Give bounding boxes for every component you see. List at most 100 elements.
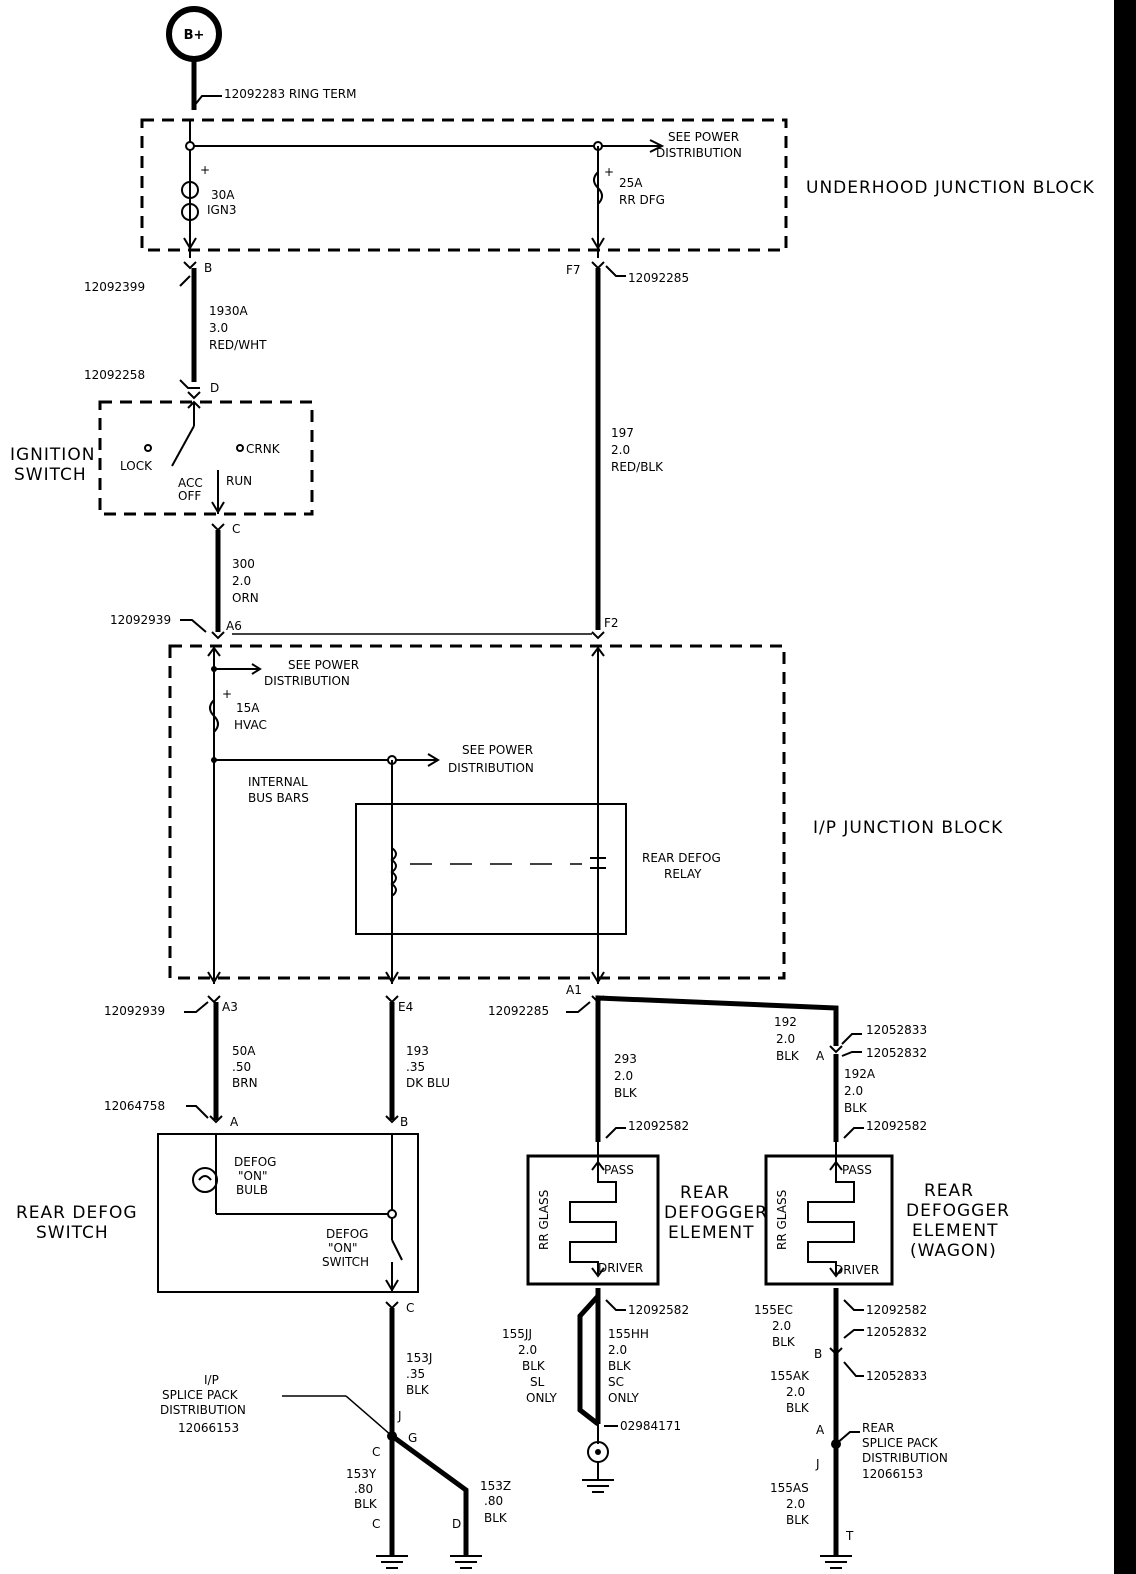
wire-155jj <box>577 1294 600 1426</box>
connector-b-icon <box>385 1115 399 1124</box>
wire-1930a-id: 1930A <box>209 304 249 318</box>
arrow-up-icon <box>207 646 221 657</box>
fuse-25a-icon <box>593 171 603 205</box>
conn-leader <box>605 1299 626 1311</box>
wire-155hh-id: 155HH <box>608 1327 649 1341</box>
arrow-down-icon <box>829 1267 843 1278</box>
wire-155ec-color: BLK <box>772 1335 796 1349</box>
ip-bus-2: BUS BARS <box>248 791 309 805</box>
wagon-splice-4: 12066153 <box>862 1467 923 1481</box>
ip-see-power-4: DISTRIBUTION <box>448 761 534 775</box>
switch-label-1: DEFOG <box>326 1227 368 1241</box>
wagon-glass-label: RR GLASS <box>775 1190 789 1250</box>
connector-a-icon <box>829 1045 843 1054</box>
ignition-title-1: IGNITION <box>10 445 95 465</box>
arrow-down-icon <box>207 971 221 984</box>
arrow-down-icon <box>591 971 605 984</box>
connector-a6-icon <box>211 631 225 640</box>
element-part-top: 12092582 <box>628 1119 689 1133</box>
arrow-down-icon <box>385 971 399 984</box>
conn-leader <box>180 619 207 633</box>
wagon-driver: DRIVER <box>834 1263 879 1277</box>
defogger-grid-icon <box>807 1172 855 1274</box>
ring-term-leader <box>193 95 222 107</box>
wagon-splice-a: A <box>816 1423 825 1437</box>
fuse-15a-amp: 15A <box>236 701 260 715</box>
wire-1930a-color: RED/WHT <box>209 338 267 352</box>
splice-g: G <box>408 1431 417 1445</box>
wire-300-gauge: 2.0 <box>232 574 251 588</box>
fuse-plus-icon: + <box>604 165 614 179</box>
wire-197-gauge: 2.0 <box>611 443 630 457</box>
relay-label-1: REAR DEFOG <box>642 851 721 865</box>
page-edge-bar <box>1114 0 1136 1574</box>
ip-junction-block-box <box>168 644 786 980</box>
ip-see-power-1: SEE POWER <box>288 658 359 672</box>
wire-153z <box>390 1433 469 1556</box>
contact-dot <box>236 444 244 452</box>
ip-see-power-3: SEE POWER <box>462 743 533 757</box>
wagon-splice-j: J <box>815 1457 820 1471</box>
connector-f7-icon <box>591 261 605 270</box>
wire-192a-color: BLK <box>844 1101 868 1115</box>
ground-icon <box>376 1555 408 1569</box>
wagon-title-1: REAR <box>924 1181 974 1201</box>
bulb-filament-icon <box>198 1175 212 1181</box>
wire-155as-color: BLK <box>786 1513 810 1527</box>
conn-f7-label: F7 <box>566 263 581 277</box>
underhood-junction-block-title: UNDERHOOD JUNCTION BLOCK <box>806 178 1095 198</box>
wire-155ak-color: BLK <box>786 1401 810 1415</box>
wire-155ak-id: 155AK <box>770 1369 810 1383</box>
wire-50a-gauge: .50 <box>232 1060 251 1074</box>
wire-153j-color: BLK <box>406 1383 430 1397</box>
defogger-grid-icon <box>569 1172 617 1274</box>
bulb-icon <box>192 1167 218 1193</box>
splice-ip-l4: 12066153 <box>178 1421 239 1435</box>
ip-bus-1: INTERNAL <box>248 775 308 789</box>
conn-d-part: 12092258 <box>84 368 145 382</box>
arrow-down-icon <box>183 237 197 250</box>
ignition-acc: ACC <box>178 476 203 490</box>
conn-leader <box>843 1127 864 1139</box>
fuse-25a-amp: 25A <box>619 176 643 190</box>
fuse-30a-amp: 30A <box>211 188 235 202</box>
arrow-up-icon <box>591 1160 605 1171</box>
arrow-right-icon <box>251 663 262 675</box>
wire-193-id: 193 <box>406 1044 429 1058</box>
wire-153j-gauge: .35 <box>406 1367 425 1381</box>
wagon-part-top: 12092582 <box>866 1119 927 1133</box>
splice-c: C <box>372 1445 380 1459</box>
conn-leader <box>186 1105 209 1119</box>
bulb-label-1: DEFOG <box>234 1155 276 1169</box>
ground-icon <box>820 1555 852 1569</box>
element-title-2: DEFOGGER <box>664 1203 768 1223</box>
wire-192a-id: 192A <box>844 1067 876 1081</box>
ignition-switch-box <box>98 400 314 516</box>
connector-d-icon <box>187 391 201 400</box>
wire-197-id: 197 <box>611 426 634 440</box>
defog-conn-a-part: 12064758 <box>104 1099 165 1113</box>
wagon-splice-t: T <box>845 1529 854 1543</box>
fuse-plus-icon: + <box>222 687 232 701</box>
connector-a-icon <box>209 1115 223 1124</box>
ground-icon <box>450 1555 482 1569</box>
conn-leader <box>184 1001 209 1013</box>
switch-label-2: "ON" <box>328 1241 357 1255</box>
switch-label-3: SWITCH <box>322 1255 369 1269</box>
wire-293-gauge: 2.0 <box>614 1069 633 1083</box>
conn-leader <box>179 379 200 389</box>
splice-dot <box>211 757 217 763</box>
wire-192-run <box>595 995 839 1046</box>
connector-f2-icon <box>591 631 605 640</box>
element-title-3: ELEMENT <box>668 1223 754 1243</box>
wire-155hh-opt: SC <box>608 1375 624 1389</box>
wire-153z-gauge: .80 <box>484 1494 503 1508</box>
wire-300-color: ORN <box>232 591 259 605</box>
fuse-30a-icon: + <box>181 163 210 221</box>
wagon-conn-a-part-1: 12052833 <box>866 1023 927 1037</box>
conn-leader <box>566 1001 591 1013</box>
wire-155as-id: 155AS <box>770 1481 809 1495</box>
wire-155hh-color: BLK <box>608 1359 632 1373</box>
wire-155hh-gauge: 2.0 <box>608 1343 627 1357</box>
